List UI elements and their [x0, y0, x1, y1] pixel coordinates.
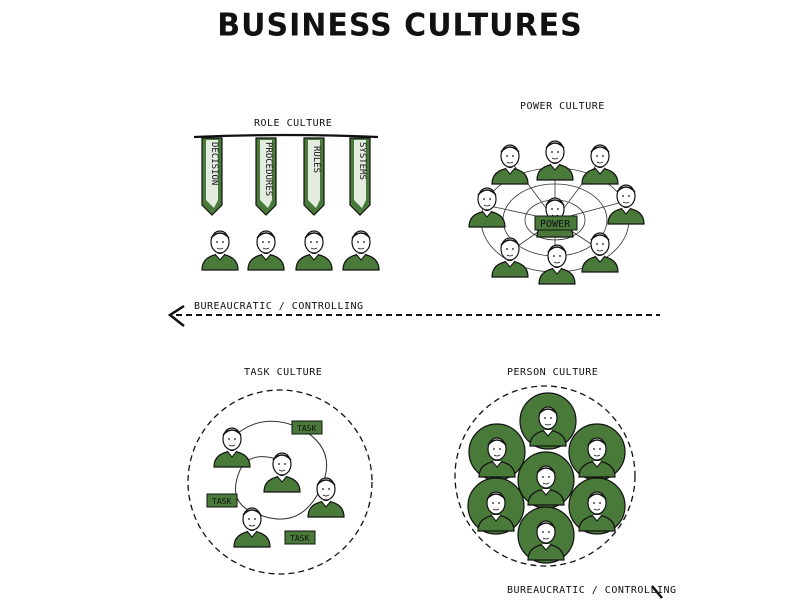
- person-avatar: [247, 230, 285, 271]
- banner-rail: [193, 133, 379, 139]
- banner-label-rules: RULES: [311, 146, 321, 173]
- task-tag: TASK: [291, 420, 323, 435]
- person-avatar: [201, 230, 239, 271]
- arrow-bottom-label: BUREAUCRATIC / CONTROLLING: [507, 585, 677, 596]
- person-bubble: [468, 423, 526, 481]
- person-culture: [454, 385, 636, 567]
- arrow-bottom: [651, 585, 663, 599]
- person-avatar: [581, 144, 619, 185]
- person-culture-label: PERSON CULTURE: [507, 367, 599, 378]
- person-avatar: [342, 230, 380, 271]
- person-outer-circle: [454, 385, 636, 567]
- page-title: BUSINESS CULTURES: [217, 7, 583, 44]
- task-tag-label: TASK: [297, 424, 316, 433]
- task-tag: TASK: [284, 530, 316, 545]
- person-bubble: [467, 477, 525, 535]
- task-tag-label: TASK: [290, 534, 309, 543]
- person-avatar: [538, 244, 576, 285]
- role-culture-label: ROLE CULTURE: [254, 118, 333, 129]
- task-culture: TASK TASK TASK: [187, 389, 373, 575]
- person-avatar: [468, 187, 506, 228]
- person-avatar: [491, 144, 529, 185]
- role-culture: DECISION PROCEDURES RULES SYSTEMS: [193, 133, 380, 271]
- power-culture: POWER: [468, 140, 645, 285]
- person-bubble: [519, 392, 577, 450]
- banner-rules: RULES: [303, 137, 325, 216]
- arrow-top: [167, 304, 660, 327]
- task-network-line: [229, 420, 328, 520]
- person-avatar: [295, 230, 333, 271]
- person-avatar: [263, 452, 301, 493]
- person-avatar: [491, 237, 529, 278]
- person-bubble: [568, 477, 626, 535]
- task-tag: TASK: [206, 493, 238, 508]
- person-bubble: [568, 423, 626, 481]
- banner-label-systems: SYSTEMS: [357, 142, 367, 180]
- arrow-top-label: BUREAUCRATIC / CONTROLLING: [194, 301, 364, 312]
- power-culture-label: POWER CULTURE: [520, 101, 605, 112]
- person-bubble: [517, 506, 575, 564]
- person-avatar: [213, 427, 251, 468]
- banner-procedures: PROCEDURES: [255, 137, 277, 216]
- banner-systems: SYSTEMS: [349, 137, 371, 216]
- banner-decision: DECISION: [201, 137, 223, 216]
- person-avatar: [307, 477, 345, 518]
- person-bubble: [517, 451, 575, 509]
- task-circle: [187, 389, 373, 575]
- task-tag-label: TASK: [212, 497, 231, 506]
- task-culture-label: TASK CULTURE: [244, 367, 323, 378]
- banner-label-decision: DECISION: [209, 142, 219, 185]
- person-avatar: [536, 140, 574, 181]
- person-avatar: [233, 507, 271, 548]
- banner-label-procedures: PROCEDURES: [263, 142, 273, 196]
- power-center-label: POWER: [540, 219, 571, 230]
